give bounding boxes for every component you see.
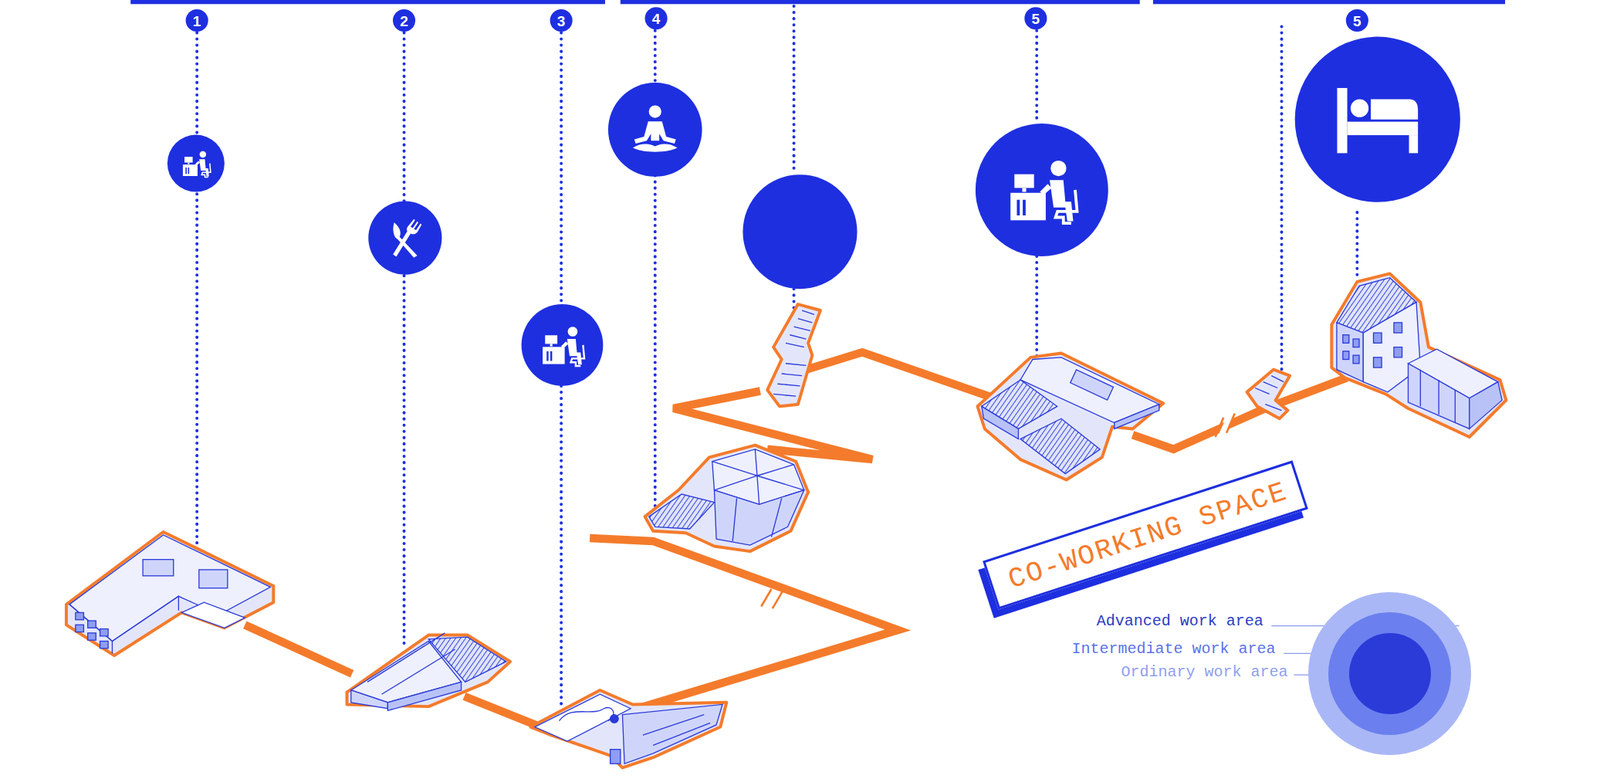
banner-text: CO-WORKING SPACE — [1004, 479, 1287, 595]
title-banner: CO-WORKING SPACE — [982, 460, 1308, 609]
legend-label: Ordinary work area — [1120, 664, 1288, 680]
callout-number: 2 — [392, 13, 417, 29]
callout-number: 4 — [644, 11, 668, 27]
callout-number: 5 — [1345, 13, 1369, 29]
callout-number: 3 — [549, 13, 573, 29]
legend-swatch — [1349, 632, 1431, 715]
legend-label: Intermediate work area — [1072, 641, 1276, 657]
legend-label: Advanced work area — [1096, 613, 1264, 630]
callout-number: 5 — [1024, 11, 1048, 27]
callout-number: 1 — [185, 13, 209, 29]
